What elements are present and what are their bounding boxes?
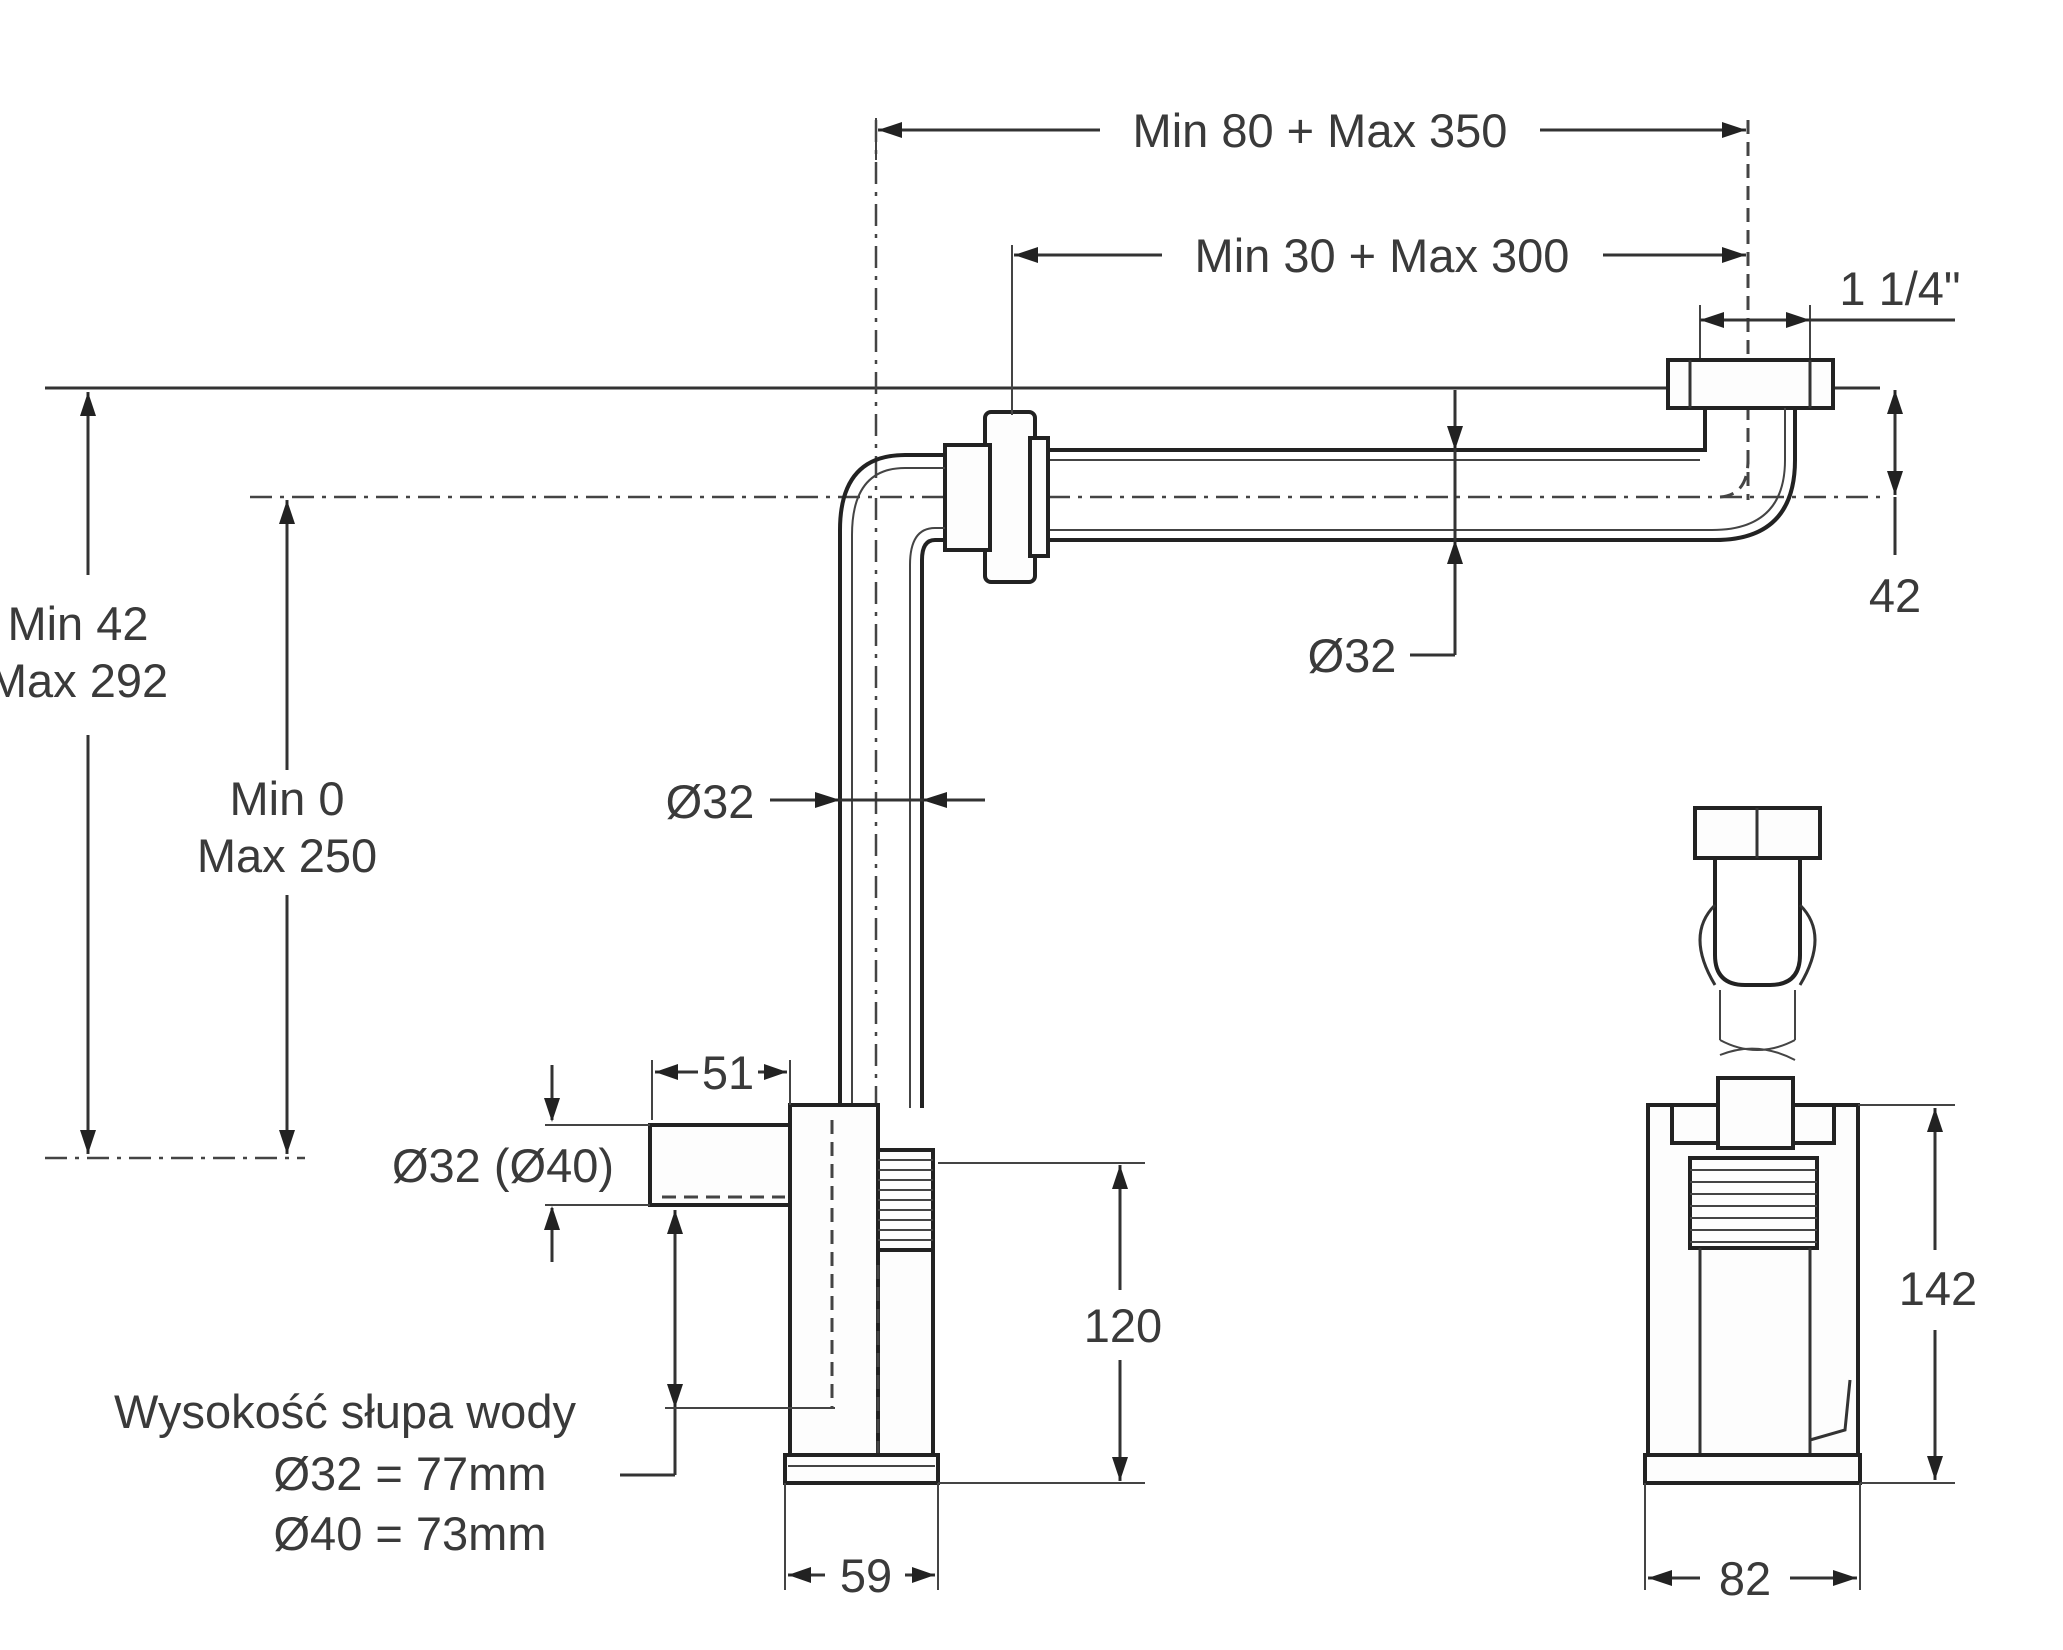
water-seal-32: Ø32 = 77mm: [274, 1447, 547, 1500]
right-offset-label: 42: [1869, 569, 1921, 622]
left-total-max-label: Max 292: [0, 654, 168, 707]
side-thread-lines: [1690, 1169, 1817, 1243]
horizontal-pipe-dia-label: Ø32: [1308, 629, 1397, 682]
slip-nut-top: [983, 410, 1037, 584]
front-view: [45, 118, 1955, 1590]
wall-nut: [1666, 358, 1835, 410]
thread-size-label: 1 1/4": [1839, 262, 1960, 315]
base-width-label: 59: [840, 1549, 892, 1602]
dimension-labels: Min 80 + Max 350 Min 30 + Max 300 1 1/4"…: [0, 104, 1977, 1605]
side-thread: [1688, 1156, 1819, 1250]
side-view: [1643, 806, 1955, 1590]
water-seal-title: Wysokość słupa wody: [114, 1385, 576, 1438]
thread-lines: [878, 1159, 933, 1241]
left-total-min-label: Min 42: [7, 597, 148, 650]
side-base: [1643, 1453, 1862, 1485]
water-seal-40: Ø40 = 73mm: [274, 1507, 547, 1560]
outlet-stub: [648, 1123, 792, 1207]
inner-min-label: Min 0: [230, 772, 345, 825]
side-height-label: 142: [1899, 1262, 1977, 1315]
side-width-label: 82: [1719, 1552, 1771, 1605]
second-span-label: Min 30 + Max 300: [1195, 229, 1570, 282]
top-span-label: Min 80 + Max 350: [1133, 104, 1508, 157]
inner-max-label: Max 250: [197, 829, 377, 882]
vertical-pipe: [838, 453, 945, 1108]
body-height-label: 120: [1084, 1299, 1162, 1352]
vertical-pipe-dia-label: Ø32: [666, 775, 755, 828]
trap-body: [788, 1103, 880, 1485]
outlet-dia-label: Ø32 (Ø40): [392, 1139, 614, 1192]
trap-base: [783, 1453, 940, 1485]
horizontal-pipe: [1045, 408, 1797, 542]
outlet-length-label: 51: [702, 1046, 754, 1099]
